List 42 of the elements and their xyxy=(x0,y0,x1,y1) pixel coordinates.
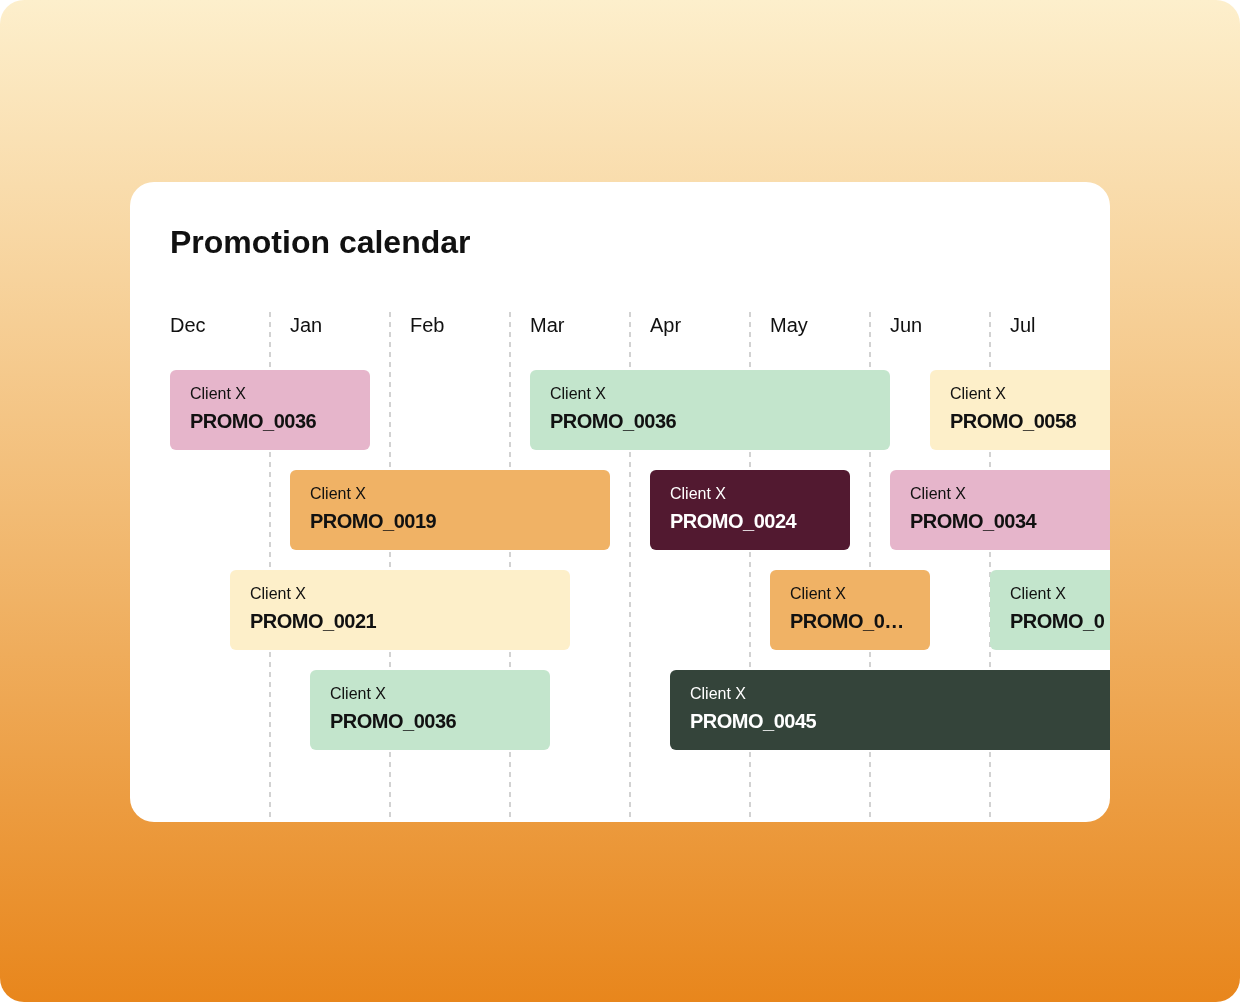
client-name: Client X xyxy=(910,485,967,503)
promotion-bar xyxy=(310,670,550,750)
promotion-bar xyxy=(290,470,610,550)
promotion-bar xyxy=(890,470,1110,550)
promotion-bar xyxy=(990,570,1110,650)
chart-title: Promotion calendar xyxy=(170,224,471,261)
promotion-code: PROMO_0034 xyxy=(910,510,1037,533)
promotion-code: PROMO_0019 xyxy=(310,510,437,533)
promotion-bar xyxy=(930,370,1110,450)
promotion-code: PROMO_0036 xyxy=(330,710,457,733)
client-name: Client X xyxy=(250,585,307,603)
promotion-code: PROMO_0021 xyxy=(250,610,377,633)
month-label: Jan xyxy=(290,314,323,337)
client-name: Client X xyxy=(550,385,607,403)
promotion-code: PROMO_0036 xyxy=(190,410,317,433)
promotion-bar xyxy=(770,570,930,650)
promotion-bar xyxy=(230,570,570,650)
month-label: Apr xyxy=(650,314,682,337)
promotion-code: PROMO_0 xyxy=(1010,610,1105,633)
promotion-bar xyxy=(670,670,1110,750)
month-label: Dec xyxy=(170,314,206,337)
month-label: Feb xyxy=(410,314,445,337)
client-name: Client X xyxy=(190,385,247,403)
month-label: Mar xyxy=(530,314,565,337)
month-label: Jun xyxy=(890,314,923,337)
promotion-code: PROMO_0024 xyxy=(670,510,797,533)
client-name: Client X xyxy=(790,585,847,603)
client-name: Client X xyxy=(1010,585,1067,603)
month-label: May xyxy=(770,314,808,337)
promotion-bar xyxy=(170,370,370,450)
client-name: Client X xyxy=(310,485,367,503)
promotion-code: PROMO_0045 xyxy=(690,710,817,733)
month-label: Jul xyxy=(1010,314,1036,337)
promotion-bar xyxy=(650,470,850,550)
client-name: Client X xyxy=(330,685,387,703)
client-name: Client X xyxy=(950,385,1007,403)
promotion-code: PROMO_0036 xyxy=(550,410,677,433)
client-name: Client X xyxy=(690,685,747,703)
promotion-code: PROMO_0058 xyxy=(950,410,1077,433)
promotion-bar xyxy=(530,370,890,450)
client-name: Client X xyxy=(670,485,727,503)
promotion-code: PROMO_0… xyxy=(790,610,904,633)
